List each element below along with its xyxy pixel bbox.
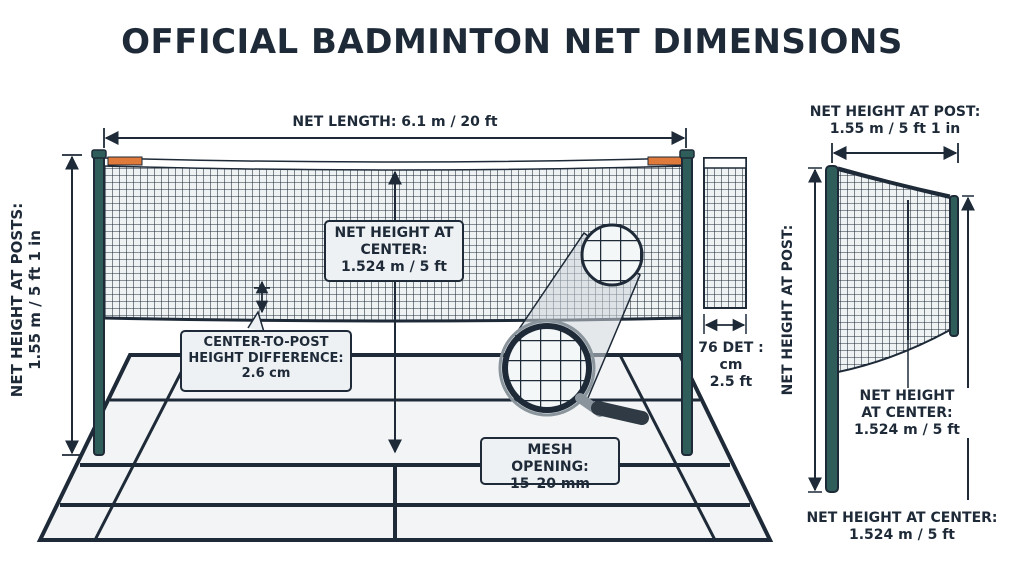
- post-left: [93, 154, 105, 456]
- court: [36, 353, 774, 542]
- net-end-detail: [703, 157, 747, 334]
- net-length-label: NET LENGTH: 6.1 m / 20 ft: [285, 114, 505, 131]
- center-height-callout: NET HEIGHT AT CENTER: 1.524 m / 5 ft: [324, 220, 464, 282]
- page-title: OFFICIAL BADMINTON NET DIMENSIONS: [121, 22, 903, 62]
- magnifier-icon: [498, 223, 649, 425]
- side-dimensions: [808, 143, 975, 500]
- net-depth-label: 76 DET : cm 2.5 ft: [698, 340, 764, 390]
- post-height-dimension: [62, 154, 82, 456]
- post-height-label: NET HEIGHT AT POSTS: 1.55 m / 5 ft 1 in: [8, 202, 44, 398]
- side-post-right: [949, 195, 959, 337]
- side-net: [825, 165, 959, 493]
- tape-right: [647, 156, 683, 166]
- tape-left: [107, 156, 143, 166]
- net-length-dimension: [103, 128, 687, 148]
- height-difference-callout: CENTER-TO-POST HEIGHT DIFFERENCE: 2.6 cm: [180, 330, 352, 392]
- side-bottom-label: NET HEIGHT AT CENTER: 1.524 m / 5 ft: [796, 510, 1008, 544]
- side-post-left: [825, 165, 839, 493]
- post-right: [681, 154, 693, 456]
- side-center-height-label: NET HEIGHT AT CENTER: 1.524 m / 5 ft: [842, 388, 972, 439]
- mesh-opening-callout: MESH OPENING: 15–20 mm: [480, 437, 620, 492]
- height-difference-dimension: [247, 280, 270, 333]
- side-post-height-label: NET HEIGHT AT POST: 1.55 m / 5 ft 1 in: [809, 104, 981, 137]
- side-vertical-label: NET HEIGHT AT POST:: [780, 224, 796, 396]
